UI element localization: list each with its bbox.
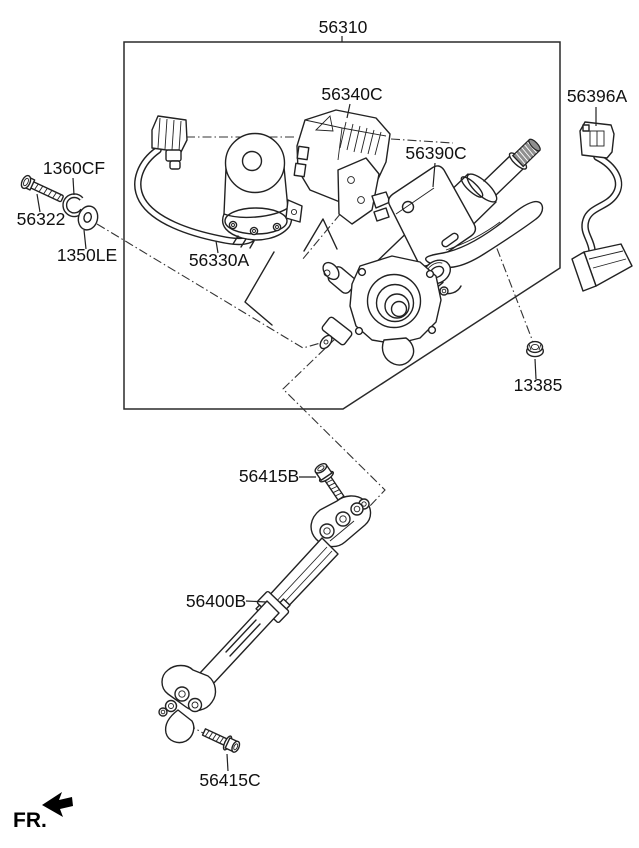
motor-56330A <box>134 115 303 249</box>
ecu-56340C <box>293 109 391 225</box>
fr-indicator: FR. <box>13 792 73 832</box>
steering-column-56390C <box>319 138 544 366</box>
washer-1350LE <box>77 205 99 231</box>
callouts: 56310 56340C 56396A 1360CF 56322 1350LE … <box>17 17 628 790</box>
callout-1350LE: 1350LE <box>57 245 117 265</box>
callout-56310: 56310 <box>319 17 368 37</box>
intermediate-shaft-56400B <box>158 495 372 744</box>
callout-56330A: 56330A <box>189 250 250 270</box>
callout-56340C: 56340C <box>321 84 382 104</box>
snap-ring-1360CF <box>62 193 85 218</box>
bolt-56415C <box>201 728 241 753</box>
harness-lower-connector <box>571 243 633 292</box>
fr-label: FR. <box>13 809 47 832</box>
callout-56390C: 56390C <box>405 143 466 163</box>
callout-56415C: 56415C <box>199 770 260 790</box>
assembly-boundary-box <box>123 41 561 410</box>
callout-13385: 13385 <box>514 375 563 395</box>
callout-56322: 56322 <box>17 209 66 229</box>
callout-56415B: 56415B <box>239 466 299 486</box>
bolt-56322 <box>20 174 64 203</box>
nut-13385 <box>526 340 545 358</box>
leader-lines <box>36 36 597 772</box>
wiring-56396A <box>571 121 633 292</box>
break-lines <box>244 218 338 326</box>
fr-direction-arrow <box>42 792 73 817</box>
bolt-56415B <box>314 462 345 501</box>
callout-56400B: 56400B <box>186 591 246 611</box>
harness-upper-connector <box>579 121 615 159</box>
callout-1360CF: 1360CF <box>43 158 105 178</box>
callout-56396A: 56396A <box>567 86 628 106</box>
motor-connector <box>151 115 188 170</box>
